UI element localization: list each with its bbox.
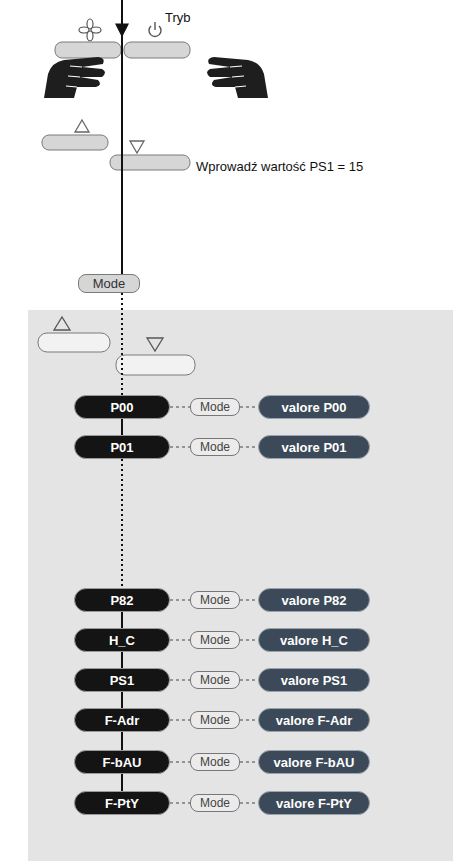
node-text: valore P82 <box>281 593 346 608</box>
node-text: Mode <box>200 755 230 769</box>
dashed-link <box>240 599 258 600</box>
dashed-link <box>240 639 258 640</box>
dashed-link <box>240 802 258 803</box>
flow-line <box>121 612 123 628</box>
hand-right <box>207 57 268 98</box>
node-text: Mode <box>200 673 230 687</box>
dashed-link <box>170 802 190 803</box>
node-text: P00 <box>110 400 133 415</box>
power-icon <box>149 22 161 36</box>
flow-line <box>121 419 123 435</box>
dashed-link <box>170 761 190 762</box>
parameter-pill: F-Adr <box>74 708 170 732</box>
down-button <box>116 355 195 375</box>
value-pill: valore P00 <box>258 395 370 419</box>
value-pill: valore PS1 <box>258 668 370 692</box>
node-text: Mode <box>200 633 230 647</box>
value-pill: valore F-bAU <box>258 750 370 774</box>
value-pill: valore F-PtY <box>258 791 370 815</box>
fan-button <box>55 42 121 58</box>
dashed-link <box>240 679 258 680</box>
mode-button: Mode <box>190 438 240 456</box>
mode-button: Mode <box>78 274 140 293</box>
node-text: valore F-PtY <box>276 796 352 811</box>
up-icon <box>75 120 89 132</box>
node-text: Mode <box>200 400 230 414</box>
fan-icon <box>79 19 101 41</box>
mode-button: Mode <box>190 591 240 609</box>
down-icon <box>130 141 144 153</box>
hand-left <box>44 57 105 98</box>
mode-button: Mode <box>190 794 240 812</box>
dashed-link <box>170 406 190 407</box>
node-text: F-Adr <box>105 713 140 728</box>
parameter-pill: H_C <box>74 628 170 652</box>
node-text: F-bAU <box>103 755 142 770</box>
node-text: H_C <box>109 633 135 648</box>
dashed-link <box>170 446 190 447</box>
up-icon <box>54 317 70 330</box>
node-text: Mode <box>200 440 230 454</box>
flow-line <box>121 459 123 588</box>
value-pill: valore P82 <box>258 588 370 612</box>
up-button <box>42 135 108 150</box>
flow-line <box>121 36 123 276</box>
value-pill: valore F-Adr <box>258 708 370 732</box>
node-text: P01 <box>110 440 133 455</box>
up-button <box>38 333 110 352</box>
menu-region <box>28 310 453 861</box>
dashed-link <box>240 406 258 407</box>
flow-line <box>121 774 123 791</box>
node-text: valore PS1 <box>281 673 348 688</box>
dashed-link <box>170 639 190 640</box>
parameter-pill: P01 <box>74 435 170 459</box>
instruction-note: Wprowadź wartość PS1 = 15 <box>196 159 363 174</box>
node-text: F-PtY <box>105 796 139 811</box>
mode-button: Mode <box>190 711 240 729</box>
entry-arrow <box>121 0 123 36</box>
parameter-pill: F-PtY <box>74 791 170 815</box>
mode-button: Mode <box>190 671 240 689</box>
dashed-link <box>240 719 258 720</box>
dashed-link <box>170 679 190 680</box>
power-button <box>124 42 190 58</box>
parameter-pill: F-bAU <box>74 750 170 774</box>
node-text: valore P00 <box>281 400 346 415</box>
parameter-pill: PS1 <box>74 668 170 692</box>
node-text: Mode <box>200 593 230 607</box>
dashed-link <box>240 446 258 447</box>
dashed-link <box>170 599 190 600</box>
node-text: valore F-bAU <box>274 755 355 770</box>
node-text: valore P01 <box>281 440 346 455</box>
value-pill: valore H_C <box>258 628 370 652</box>
node-text: valore F-Adr <box>276 713 353 728</box>
node-text: Mode <box>200 713 230 727</box>
flow-line <box>121 293 123 395</box>
parameter-pill: P82 <box>74 588 170 612</box>
mode-button: Mode <box>190 631 240 649</box>
mode-button: Mode <box>190 753 240 771</box>
dashed-link <box>170 719 190 720</box>
value-pill: valore P01 <box>258 435 370 459</box>
node-text: valore H_C <box>280 633 348 648</box>
mode-button: Mode <box>190 398 240 416</box>
node-text: Mode <box>200 796 230 810</box>
mode-label: Tryb <box>165 10 191 25</box>
node-text: PS1 <box>110 673 135 688</box>
node-text: Mode <box>93 276 126 291</box>
parameter-pill: P00 <box>74 395 170 419</box>
flow-line <box>121 692 123 708</box>
flow-line <box>121 652 123 668</box>
flow-line <box>121 732 123 750</box>
dashed-link <box>240 761 258 762</box>
node-text: P82 <box>110 593 133 608</box>
down-icon <box>147 338 163 351</box>
